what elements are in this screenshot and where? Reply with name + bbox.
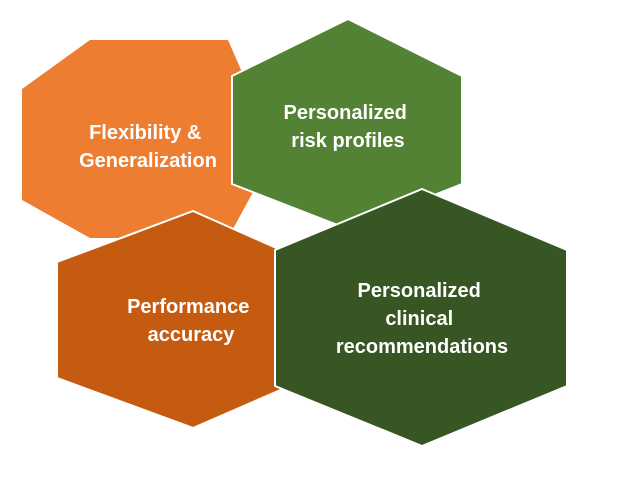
hexagon-risk: Personalized risk profiles [231,18,463,230]
hexagon-flexibility: Flexibility & Generalization [22,40,276,238]
hexagon-performance-label: Performance accuracy [127,296,255,346]
hexagon-risk-label: Personalized risk profiles [284,102,413,152]
hexagon-performance: Performance accuracy [56,210,309,429]
hexagon-flexibility-shape [22,40,276,238]
hexagon-clinical-label: Personalized clinical recommendations [336,280,508,358]
hexagon-performance-label-line-1: Performance [127,296,249,318]
hexagon-clinical-label-line-3: recommendations [336,336,508,358]
hexagon-flexibility-label: Flexibility & Generalization [79,122,217,172]
hexagon-flexibility-label-line-2: Generalization [79,150,217,172]
hexagon-performance-shape [56,210,309,429]
hexagon-clinical-label-line-1: Personalized [358,280,481,302]
hexagon-flexibility-label-line-1: Flexibility & [89,122,201,144]
hexagon-clinical-shape [274,188,568,447]
hexagon-risk-label-line-2: risk profiles [291,130,404,152]
hexagon-risk-shape [231,18,463,230]
hexagon-clinical: Personalized clinical recommendations [274,188,568,447]
hexagon-risk-label-line-1: Personalized [284,102,407,124]
hexagon-clinical-label-line-2: clinical [385,308,453,330]
hexagon-performance-label-line-2: accuracy [148,324,236,346]
